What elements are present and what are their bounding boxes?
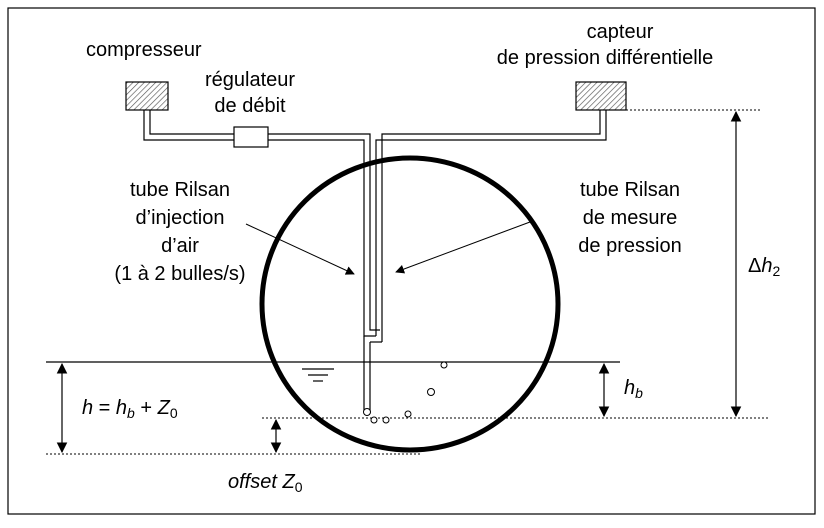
water-level-symbol xyxy=(302,368,334,382)
measure-tube-label-2: de mesure xyxy=(582,207,678,229)
figure-frame xyxy=(7,7,816,515)
hb-label: hb xyxy=(624,377,643,401)
offset-label: offset Z0 xyxy=(228,471,303,495)
sensor-label-1: capteur xyxy=(586,21,654,43)
measure-tube-label-1: tube Rilsan xyxy=(579,179,681,201)
injection-tube-label-3: d’air xyxy=(161,235,199,257)
injection-tube-leader xyxy=(245,223,355,275)
compressor-box xyxy=(125,81,169,111)
sensor-box xyxy=(575,81,627,111)
delta-h2-label: Δh2 xyxy=(748,255,781,279)
flow-regulator xyxy=(233,126,269,148)
injection-tube-label-1: tube Rilsan xyxy=(129,179,231,201)
air-bubbles xyxy=(363,361,448,424)
regulator-label-1: régulateur xyxy=(204,69,296,91)
measure-tube-label-3: de pression xyxy=(578,235,682,257)
sensor-label-2: de pression différentielle xyxy=(496,47,714,69)
injection-tube-label-2: d’injection xyxy=(135,207,225,229)
injection-tube-label-4: (1 à 2 bulles/s) xyxy=(114,263,246,285)
regulator-label-2: de débit xyxy=(214,95,286,117)
measure-tube-leader xyxy=(395,221,531,274)
h-formula-label: h = hb + Z0 xyxy=(82,397,178,421)
measurement-tube xyxy=(370,110,607,343)
pipe-section xyxy=(259,155,561,453)
compressor-label: compresseur xyxy=(86,39,202,61)
injection-tube xyxy=(143,110,380,412)
